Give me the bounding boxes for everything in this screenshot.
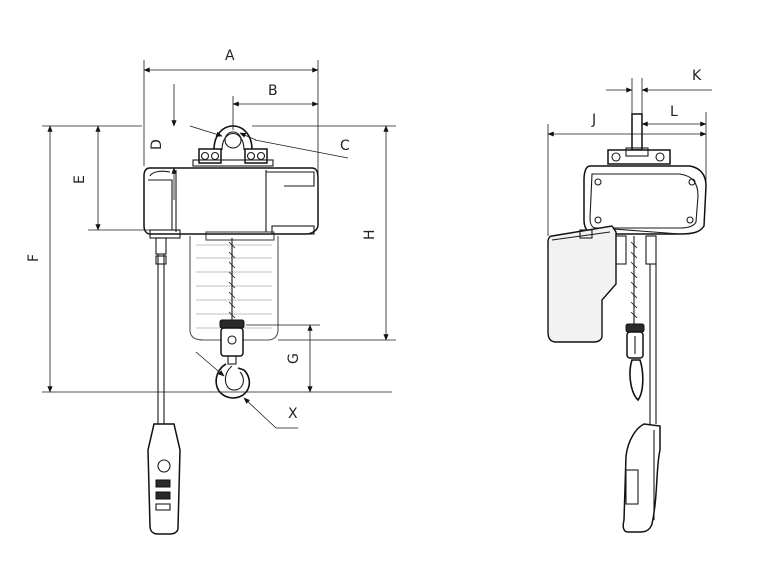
dim-label-f: F xyxy=(26,254,42,262)
dim-label-h: H xyxy=(362,229,378,240)
dim-label-g: G xyxy=(286,353,302,364)
top-suspension-side xyxy=(607,113,671,165)
dim-label-l: L xyxy=(670,104,678,120)
dim-label-a: A xyxy=(225,48,235,64)
dim-label-k: K xyxy=(692,68,702,84)
front-dimensions: A B C D E F H G xyxy=(26,48,396,429)
top-suspension-eye xyxy=(192,125,274,167)
dim-label-x: X xyxy=(288,406,298,422)
hoist-body-side xyxy=(583,165,707,235)
pendant-control-front xyxy=(147,237,181,535)
load-chain-front xyxy=(228,238,236,320)
load-chain-side xyxy=(615,235,645,402)
dim-label-j: J xyxy=(591,112,596,128)
dim-label-e: E xyxy=(72,175,88,184)
side-dimensions: K L J xyxy=(547,68,712,236)
hook-block-front xyxy=(215,319,251,399)
dim-label-b: B xyxy=(268,83,278,99)
front-view xyxy=(143,125,319,535)
dim-label-c: C xyxy=(340,138,350,154)
pendant-control-side xyxy=(622,235,661,533)
hoist-body-front xyxy=(143,167,319,239)
dim-label-d: D xyxy=(149,139,165,150)
side-view xyxy=(547,113,707,533)
chain-container-side xyxy=(547,225,617,343)
